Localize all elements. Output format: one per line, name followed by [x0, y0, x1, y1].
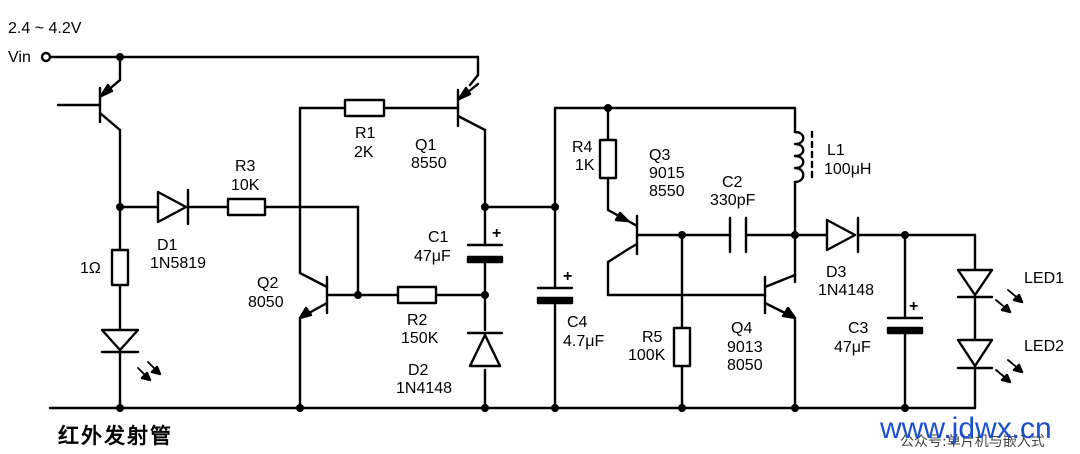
ir-emitter-led: 红外发射管: [58, 328, 173, 448]
inductor-l1: L1 100μH: [793, 130, 871, 184]
d1-value: 1N5819: [150, 255, 206, 272]
resistor-r4: R4 1K: [572, 138, 618, 180]
resistor-r3: R3 10K: [226, 158, 267, 217]
diode-d2: D2 1N4148: [396, 331, 504, 397]
resistor-1ohm: 1Ω: [80, 248, 130, 287]
capacitor-c4: + C4 4.7μF: [536, 268, 604, 350]
q3-alt-value: 8550: [649, 183, 685, 200]
resistor-r2: R2 150K: [396, 285, 439, 347]
watermark: 公众号:单片机与嵌入式 www.jdwx.cn: [879, 412, 1052, 450]
diode-d3: D3 1N4148: [818, 216, 874, 299]
c1-value: 47μF: [414, 248, 451, 265]
vin-terminal: 2.4 ~ 4.2V Vin: [8, 20, 82, 66]
transistor-q2: Q2 8050: [248, 271, 329, 320]
r3-ref: R3: [235, 158, 256, 175]
led1-ref: LED1: [1024, 270, 1064, 287]
d2-ref: D2: [408, 362, 429, 379]
resistor-r5: R5 100K: [628, 326, 692, 368]
led2: LED2: [956, 338, 1064, 384]
c4-ref: C4: [567, 314, 588, 331]
q3-ref: Q3: [649, 147, 670, 164]
c4-polarity: +: [563, 268, 572, 285]
transistor-q3: Q3 9015 8550: [614, 147, 685, 256]
resistor-r1: R1 2K: [343, 98, 386, 161]
q4-value: 9013: [727, 339, 763, 356]
vin-label: Vin: [8, 49, 31, 66]
wires: [48, 55, 977, 410]
r1-ref: R1: [355, 125, 376, 142]
capacitor-c2: C2 330pF: [710, 174, 756, 254]
junction-dots: [116, 53, 909, 412]
r4-ref: R4: [572, 139, 593, 156]
watermark-url: www.jdwx.cn: [879, 412, 1052, 445]
r2-value: 150K: [401, 330, 439, 347]
l1-ref: L1: [827, 142, 845, 159]
transistor-q4: Q4 9013 8050: [727, 273, 797, 374]
c3-ref: C3: [848, 320, 869, 337]
c1-polarity: +: [492, 225, 501, 242]
q2-value: 8050: [248, 294, 284, 311]
r4-value: 1K: [575, 157, 595, 174]
c2-value: 330pF: [710, 192, 756, 209]
c3-value: 47μF: [834, 339, 871, 356]
r5-value: 100K: [628, 347, 666, 364]
r5-ref: R5: [642, 329, 663, 346]
led2-ref: LED2: [1024, 338, 1064, 355]
capacitor-c1: + C1 47μF: [414, 225, 504, 265]
q1-value: 8550: [411, 155, 447, 172]
r2-ref: R2: [407, 312, 428, 329]
c4-value: 4.7μF: [563, 333, 604, 350]
l1-value: 100μH: [824, 161, 871, 178]
diode-d1: D1 1N5819: [150, 188, 206, 272]
c2-ref: C2: [722, 174, 743, 191]
q3-value: 9015: [649, 165, 685, 182]
resistor-1ohm-value: 1Ω: [80, 260, 101, 277]
d2-value: 1N4148: [396, 380, 452, 397]
led1: LED1: [956, 268, 1064, 314]
c3-polarity: +: [909, 298, 918, 315]
ir-emitter-caption: 红外发射管: [58, 424, 173, 448]
left-pnp-transistor: [56, 78, 122, 132]
transistor-q1: Q1 8550: [411, 82, 487, 172]
supply-range-label: 2.4 ~ 4.2V: [8, 20, 82, 37]
q4-ref: Q4: [731, 320, 752, 337]
capacitor-c3: + C3 47μF: [834, 298, 924, 356]
r3-value: 10K: [231, 177, 260, 194]
d3-value: 1N4148: [818, 282, 874, 299]
q4-alt-value: 8050: [727, 357, 763, 374]
r1-value: 2K: [354, 144, 374, 161]
q1-ref: Q1: [415, 137, 436, 154]
c1-ref: C1: [428, 229, 449, 246]
d3-ref: D3: [826, 264, 847, 281]
q2-ref: Q2: [257, 275, 278, 292]
watermark-note: 公众号:单片机与嵌入式: [900, 434, 1045, 450]
d1-ref: D1: [157, 237, 178, 254]
